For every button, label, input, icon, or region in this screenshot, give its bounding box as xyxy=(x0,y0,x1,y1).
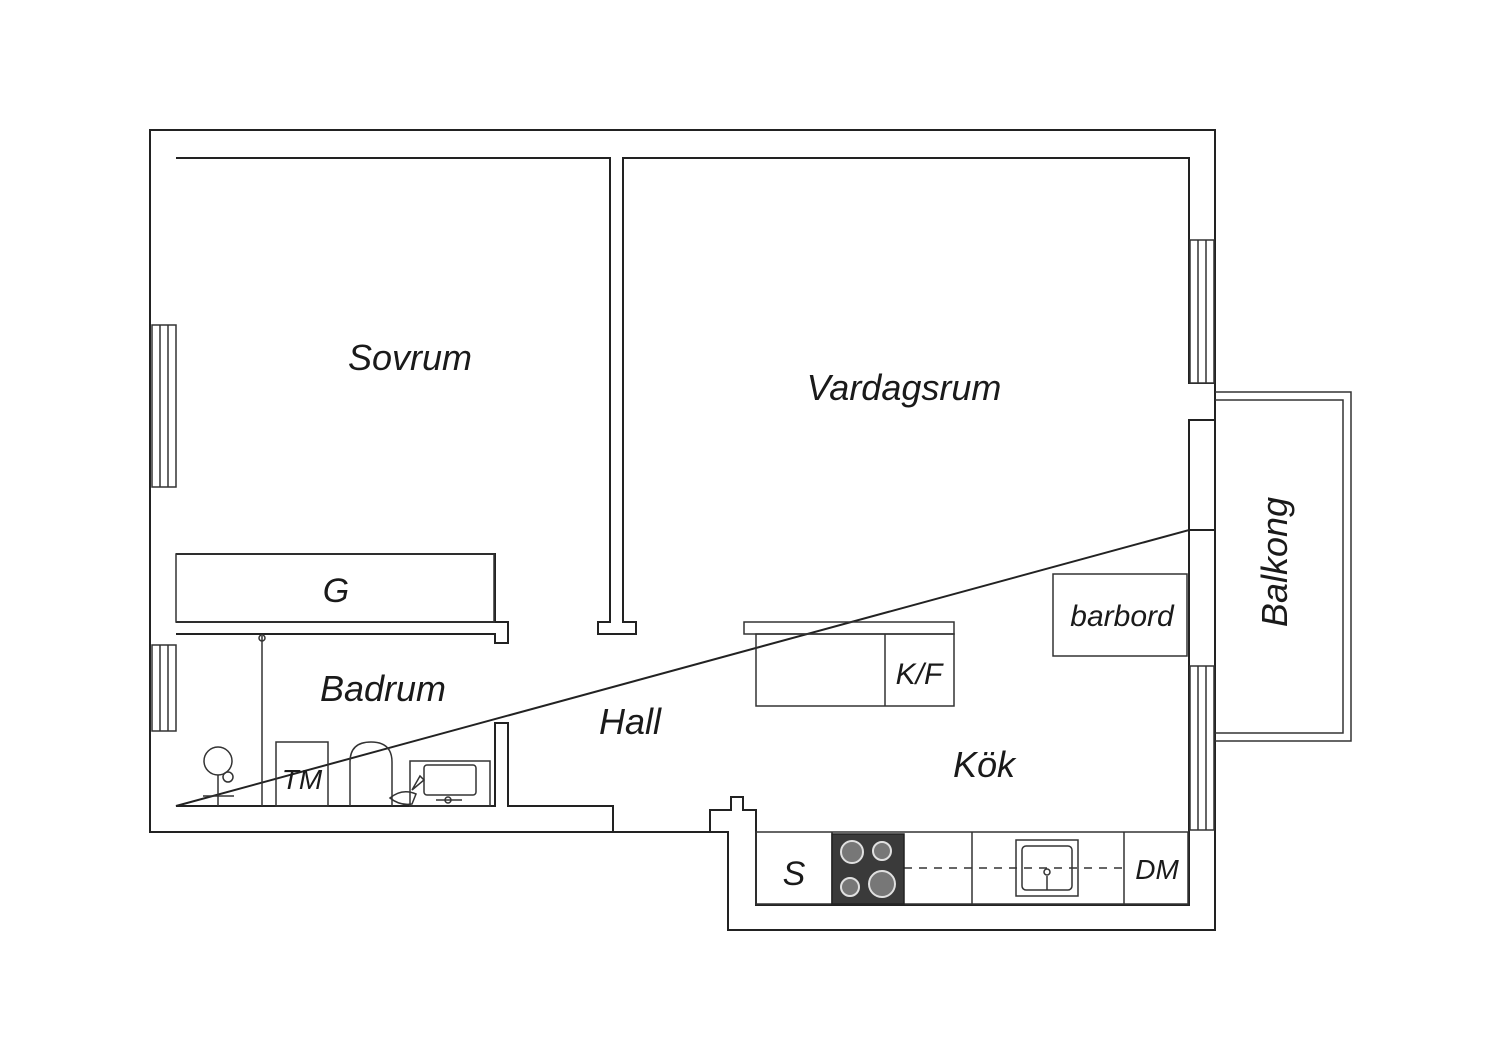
wardrobe xyxy=(175,553,495,623)
room-label-vardagsrum: Vardagsrum xyxy=(807,367,1002,408)
label-barbord: barbord xyxy=(1070,600,1175,633)
shower-icon xyxy=(203,634,266,806)
washing-machine xyxy=(275,741,329,807)
bathroom-sink-icon xyxy=(388,760,491,807)
bar-table xyxy=(1052,573,1188,657)
stove-icon xyxy=(831,833,905,905)
room-label-badrum: Badrum xyxy=(320,668,446,709)
room-label-hall: Hall xyxy=(599,701,662,742)
label-tvattmaskin: TM xyxy=(282,764,323,795)
room-label-kok: Kök xyxy=(953,744,1017,785)
outer-wall xyxy=(149,129,1216,931)
label-diskmaskin: DM xyxy=(1135,854,1179,885)
kitchen-counter xyxy=(755,831,1189,905)
kitchen-sink-icon xyxy=(1015,839,1079,897)
label-kyl-frys: K/F xyxy=(896,658,944,691)
kitchen-island xyxy=(743,621,955,707)
toilet-icon xyxy=(349,741,393,806)
windows xyxy=(151,239,1215,831)
label-garderob: G xyxy=(323,572,349,610)
balcony xyxy=(1215,391,1352,742)
room-label-sovrum: Sovrum xyxy=(348,337,472,378)
inner-wall xyxy=(175,157,1215,906)
room-label-balkong: Balkong xyxy=(1254,497,1295,627)
label-skap: S xyxy=(783,855,806,893)
